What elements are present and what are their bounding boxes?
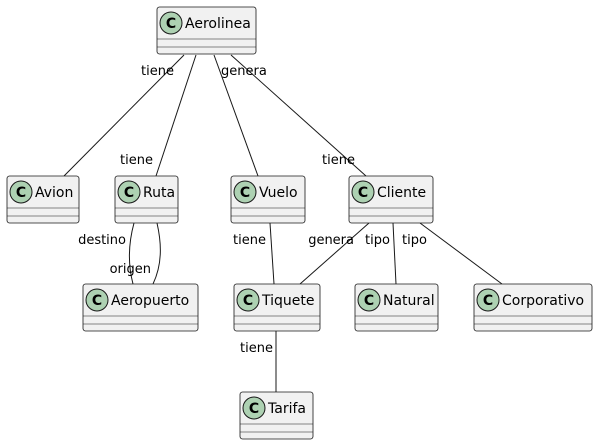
- relation-label-origen: origen: [110, 262, 151, 277]
- relation-label-genera: genera: [308, 233, 354, 248]
- relation-label-tiene: tiene: [141, 64, 174, 79]
- class-name: Aeropuerto: [111, 293, 189, 309]
- class-ruta[interactable]: C Ruta: [114, 175, 179, 224]
- relation-label-tipo: tipo: [402, 233, 427, 248]
- class-name: Cliente: [377, 185, 426, 201]
- relation-labels-layer: tiene tiene genera tiene destino origen tiene g…: [78, 64, 427, 356]
- class-vuelo[interactable]: C Vuelo: [230, 175, 306, 224]
- relation-label-destino: destino: [78, 233, 126, 248]
- class-name: Tiquete: [261, 293, 315, 309]
- class-stereotype-letter: C: [124, 185, 134, 201]
- class-name: Ruta: [143, 185, 175, 201]
- class-stereotype-icon: [242, 396, 266, 420]
- class-stereotype-icon: [357, 288, 381, 312]
- class-stereotype-letter: C: [483, 293, 493, 309]
- relation-vuelo-tiquete-line: [269, 222, 275, 285]
- class-stereotype-letter: C: [249, 401, 259, 417]
- relation-aerolinea-vuelo-line: [213, 54, 259, 177]
- class-stereotype-icon: [159, 11, 183, 35]
- class-cliente[interactable]: C Cliente: [348, 175, 434, 224]
- relation-ruta-aeropuerto-line: [152, 222, 161, 285]
- class-stereotype-letter: C: [166, 16, 176, 32]
- relation-ruta-aeropuerto-line: [128, 222, 135, 285]
- class-aerolinea[interactable]: C Aerolinea: [156, 6, 257, 55]
- class-stereotype-letter: C: [364, 293, 374, 309]
- class-box: [156, 6, 257, 55]
- class-stereotype-letter: C: [243, 293, 253, 309]
- relation-label-tiene: tiene: [233, 233, 266, 248]
- class-name: Avion: [35, 185, 73, 201]
- class-box: [82, 283, 199, 332]
- class-stereotype-icon: [117, 180, 141, 204]
- relation-label-genera: genera: [221, 64, 267, 79]
- relation-aerolinea-cliente-line: [230, 54, 367, 177]
- relation-label-tiene: tiene: [322, 153, 355, 168]
- class-name: Vuelo: [259, 185, 298, 201]
- class-tiquete[interactable]: C Tiquete: [233, 283, 321, 332]
- class-tarifa[interactable]: C Tarifa: [239, 391, 314, 440]
- class-stereotype-letter: C: [16, 185, 26, 201]
- class-stereotype-letter: C: [92, 293, 102, 309]
- class-stereotype-icon: [476, 288, 500, 312]
- relation-label-tiene: tiene: [240, 341, 273, 356]
- relation-aerolinea-avion-line: [63, 54, 185, 177]
- relation-label-tiene: tiene: [120, 153, 153, 168]
- class-name: Aerolinea: [185, 16, 251, 32]
- class-stereotype-letter: C: [240, 185, 250, 201]
- class-corporativo[interactable]: C Corporativo: [473, 283, 593, 332]
- class-stereotype-icon: [233, 180, 257, 204]
- relations-layer: [63, 54, 503, 392]
- class-stereotype-icon: [85, 288, 109, 312]
- class-stereotype-icon: [236, 288, 260, 312]
- relation-cliente-tiquete-line: [299, 222, 370, 285]
- class-name: Tarifa: [267, 401, 306, 417]
- class-stereotype-icon: [351, 180, 375, 204]
- class-name: Corporativo: [502, 293, 584, 309]
- class-stereotype-letter: C: [358, 185, 368, 201]
- class-stereotype-icon: [9, 180, 33, 204]
- relation-label-tipo: tipo: [365, 233, 390, 248]
- relation-aerolinea-ruta-line: [155, 54, 197, 177]
- class-natural[interactable]: C Natural: [354, 283, 439, 332]
- class-aeropuerto[interactable]: C Aeropuerto: [82, 283, 199, 332]
- relation-cliente-corporativo-line: [419, 222, 503, 285]
- class-avion[interactable]: C Avion: [6, 175, 80, 224]
- class-box: [473, 283, 593, 332]
- class-name: Natural: [383, 293, 435, 309]
- relation-cliente-natural-line: [392, 222, 397, 285]
